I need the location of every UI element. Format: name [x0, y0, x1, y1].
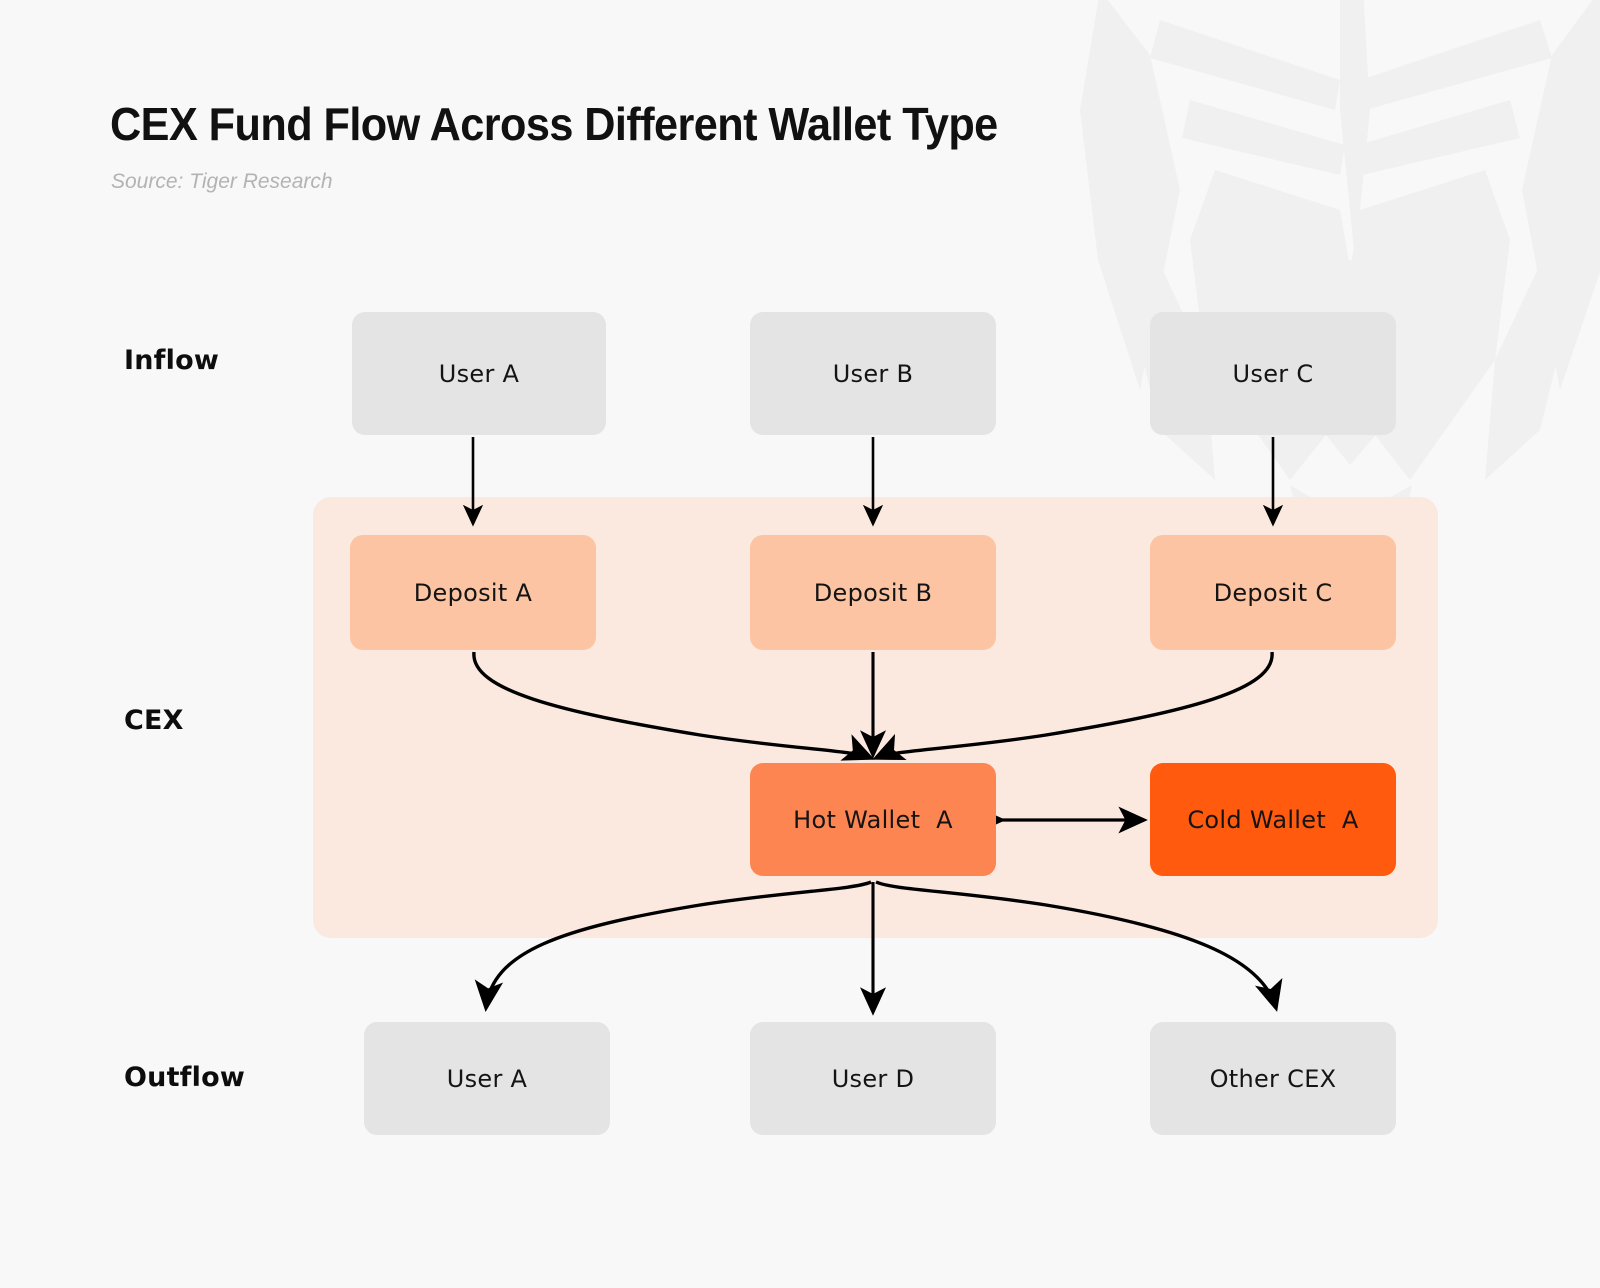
node-label: Deposit A	[413, 578, 533, 607]
node-label: User D	[831, 1064, 915, 1093]
source-attribution: Source: Tiger Research	[111, 170, 333, 193]
node-label: User A	[438, 359, 520, 388]
node-label: Other CEX	[1209, 1064, 1337, 1093]
node-user-c-inflow[interactable]: User C	[1150, 312, 1396, 435]
lane-label-cex: CEX	[124, 705, 184, 736]
node-user-d-outflow[interactable]: User D	[750, 1022, 996, 1135]
node-deposit-b[interactable]: Deposit B	[750, 535, 996, 650]
node-other-cex-outflow[interactable]: Other CEX	[1150, 1022, 1396, 1135]
node-label: User A	[446, 1064, 528, 1093]
node-deposit-a[interactable]: Deposit A	[350, 535, 596, 650]
node-label: Cold Wallet A	[1187, 805, 1359, 834]
node-user-a-inflow[interactable]: User A	[352, 312, 606, 435]
node-label: User C	[1232, 359, 1314, 388]
node-label: Deposit B	[813, 578, 933, 607]
node-label: User B	[832, 359, 914, 388]
node-hot-wallet-a[interactable]: Hot Wallet A	[750, 763, 996, 876]
node-user-a-outflow[interactable]: User A	[364, 1022, 610, 1135]
node-cold-wallet-a[interactable]: Cold Wallet A	[1150, 763, 1396, 876]
node-deposit-c[interactable]: Deposit C	[1150, 535, 1396, 650]
lane-label-outflow: Outflow	[124, 1062, 245, 1093]
node-label: Deposit C	[1213, 578, 1333, 607]
node-label: Hot Wallet A	[793, 805, 953, 834]
node-user-b-inflow[interactable]: User B	[750, 312, 996, 435]
lane-label-inflow: Inflow	[124, 345, 219, 376]
tiger-watermark-icon	[1080, 0, 1600, 580]
page-title: CEX Fund Flow Across Different Wallet Ty…	[110, 98, 998, 150]
